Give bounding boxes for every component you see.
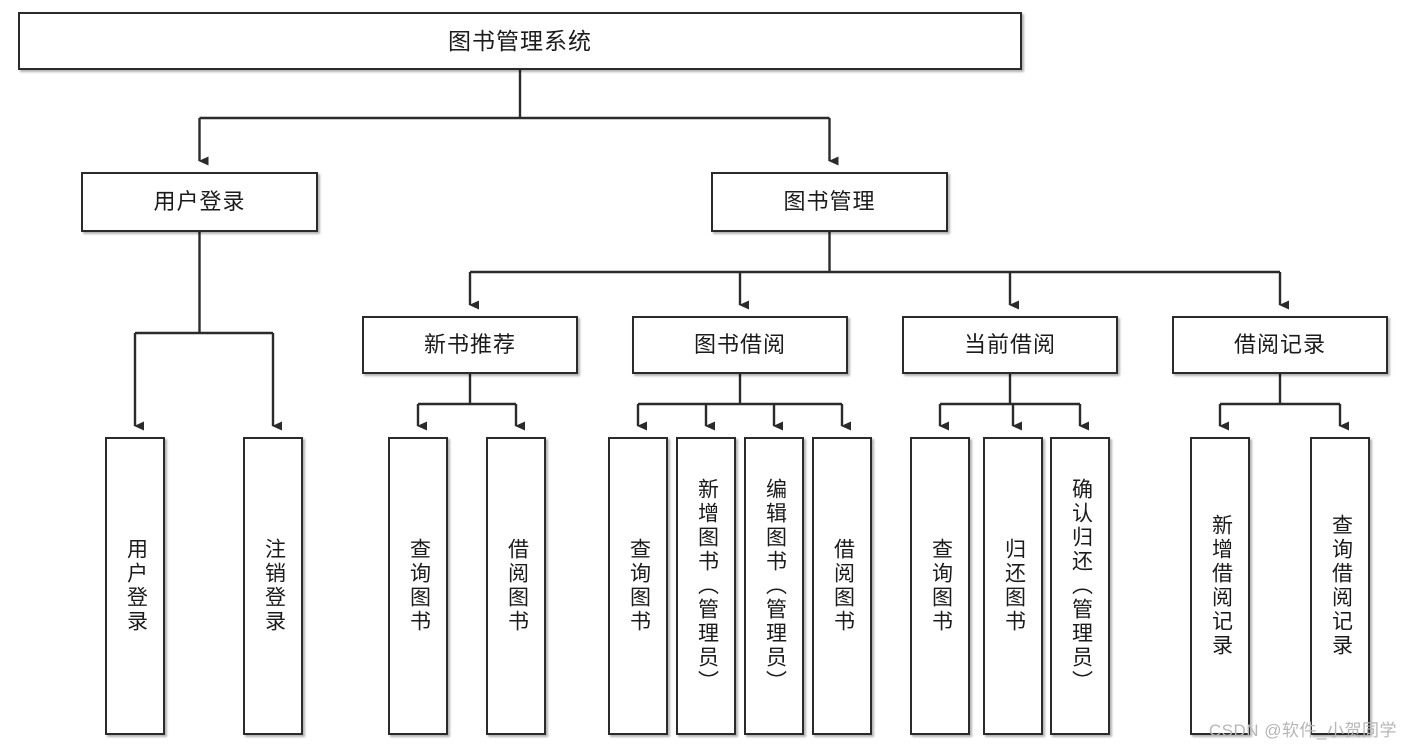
node-root[interactable]: 图书管理系统: [18, 12, 1022, 70]
node-label-leaf-bb-borrow: 借阅图书: [831, 538, 855, 634]
node-label-leaf-cb-return: 归还图书: [1002, 538, 1026, 634]
node-current-borrow[interactable]: 当前借阅: [902, 316, 1118, 374]
node-leaf-bb-add[interactable]: 新增图书（管理员）: [676, 437, 736, 735]
node-label-leaf-bb-edit: 编辑图书（管理员）: [763, 478, 787, 694]
node-label-book-borrow: 图书借阅: [693, 332, 786, 358]
node-new-book-rec[interactable]: 新书推荐: [362, 316, 578, 374]
node-leaf-br-query[interactable]: 查询借阅记录: [1310, 437, 1370, 735]
node-leaf-bb-borrow[interactable]: 借阅图书: [812, 437, 872, 735]
node-leaf-logout[interactable]: 注销登录: [243, 437, 303, 735]
node-borrow-record[interactable]: 借阅记录: [1172, 316, 1388, 374]
node-label-leaf-cb-confirm: 确认归还（管理员）: [1069, 478, 1093, 694]
node-leaf-cb-confirm[interactable]: 确认归还（管理员）: [1050, 437, 1110, 735]
node-label-new-book-rec: 新书推荐: [423, 332, 516, 358]
node-leaf-rec-query[interactable]: 查询图书: [388, 437, 448, 735]
node-label-leaf-rec-query: 查询图书: [407, 538, 431, 634]
node-label-leaf-bb-query: 查询图书: [627, 538, 651, 634]
node-leaf-bb-edit[interactable]: 编辑图书（管理员）: [744, 437, 804, 735]
watermark: CSDN @软件_小贺同学: [1208, 721, 1397, 740]
node-leaf-rec-borrow[interactable]: 借阅图书: [486, 437, 546, 735]
node-leaf-cb-return[interactable]: 归还图书: [983, 437, 1043, 735]
node-label-leaf-br-query: 查询借阅记录: [1329, 514, 1353, 658]
node-label-leaf-rec-borrow: 借阅图书: [505, 538, 529, 634]
node-label-borrow-record: 借阅记录: [1233, 332, 1326, 358]
node-leaf-br-add[interactable]: 新增借阅记录: [1190, 437, 1250, 735]
node-label-leaf-br-add: 新增借阅记录: [1209, 514, 1233, 658]
node-book-borrow[interactable]: 图书借阅: [632, 316, 848, 374]
node-book-manage[interactable]: 图书管理: [711, 172, 948, 232]
node-label-leaf-user-login: 用户登录: [124, 538, 148, 634]
node-label-leaf-logout: 注销登录: [262, 538, 286, 634]
node-label-current-borrow: 当前借阅: [963, 332, 1056, 358]
node-label-leaf-bb-add: 新增图书（管理员）: [695, 478, 719, 694]
node-label-root: 图书管理系统: [448, 27, 592, 54]
node-leaf-user-login[interactable]: 用户登录: [105, 437, 165, 735]
node-leaf-cb-query[interactable]: 查询图书: [910, 437, 970, 735]
node-label-leaf-cb-query: 查询图书: [929, 538, 953, 634]
node-label-book-manage: 图书管理: [783, 189, 876, 215]
node-label-user-login: 用户登录: [153, 189, 246, 215]
node-user-login[interactable]: 用户登录: [81, 172, 318, 232]
node-leaf-bb-query[interactable]: 查询图书: [608, 437, 668, 735]
